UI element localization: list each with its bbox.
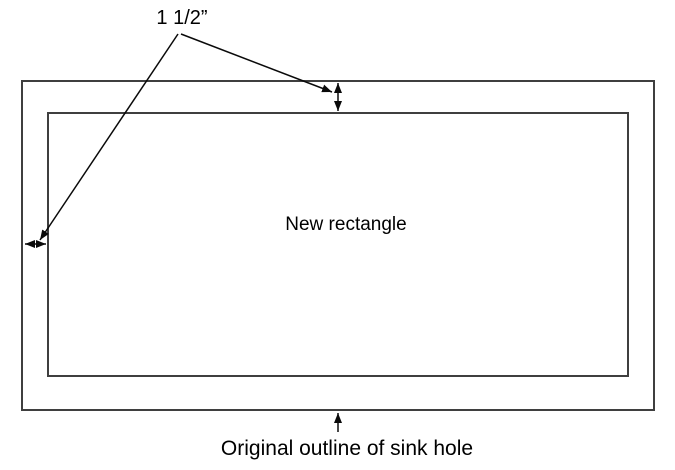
leader-line-top-gap — [180, 33, 333, 93]
dimension-label: 1 1/2” — [156, 7, 208, 29]
outer-rectangle — [21, 80, 655, 411]
inner-rectangle — [47, 112, 629, 377]
inner-rectangle-label: New rectangle — [285, 214, 407, 235]
leader-line-left-gap — [39, 33, 179, 241]
outer-rectangle-label: Original outline of sink hole — [220, 437, 474, 460]
